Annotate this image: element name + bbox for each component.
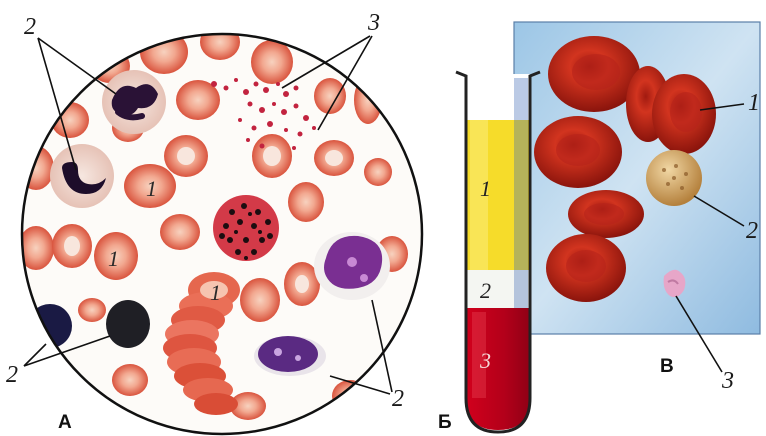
label-1-c: 1 bbox=[210, 280, 221, 305]
label-2-bottom-left: 2 bbox=[6, 362, 18, 388]
neutrophil-left bbox=[50, 144, 114, 208]
panel-label-a: А bbox=[58, 412, 72, 433]
cells-3d-panel bbox=[514, 22, 760, 334]
tube-label-3: 3 bbox=[479, 348, 491, 373]
tube-label-2: 2 bbox=[480, 278, 491, 303]
label-2-v: 2 bbox=[746, 218, 758, 244]
lymphocyte-purple bbox=[254, 336, 326, 376]
monocyte bbox=[314, 232, 390, 300]
test-tube bbox=[456, 72, 540, 432]
label-3-top: 3 bbox=[367, 10, 380, 36]
microscope-field bbox=[18, 24, 422, 434]
basophil bbox=[213, 195, 279, 261]
label-2-bottom-right: 2 bbox=[392, 386, 404, 412]
label-2-top-left: 2 bbox=[24, 14, 36, 40]
tube-label-1: 1 bbox=[480, 176, 491, 201]
label-1-b: 1 bbox=[108, 246, 119, 271]
panel-label-v: В bbox=[660, 356, 674, 377]
label-3-v: 3 bbox=[721, 368, 734, 394]
panel-label-b: Б bbox=[438, 412, 452, 433]
label-1-v: 1 bbox=[748, 90, 760, 116]
label-1-a: 1 bbox=[146, 176, 157, 201]
leukocyte-3d bbox=[646, 150, 702, 206]
neutrophil-top bbox=[102, 70, 166, 134]
